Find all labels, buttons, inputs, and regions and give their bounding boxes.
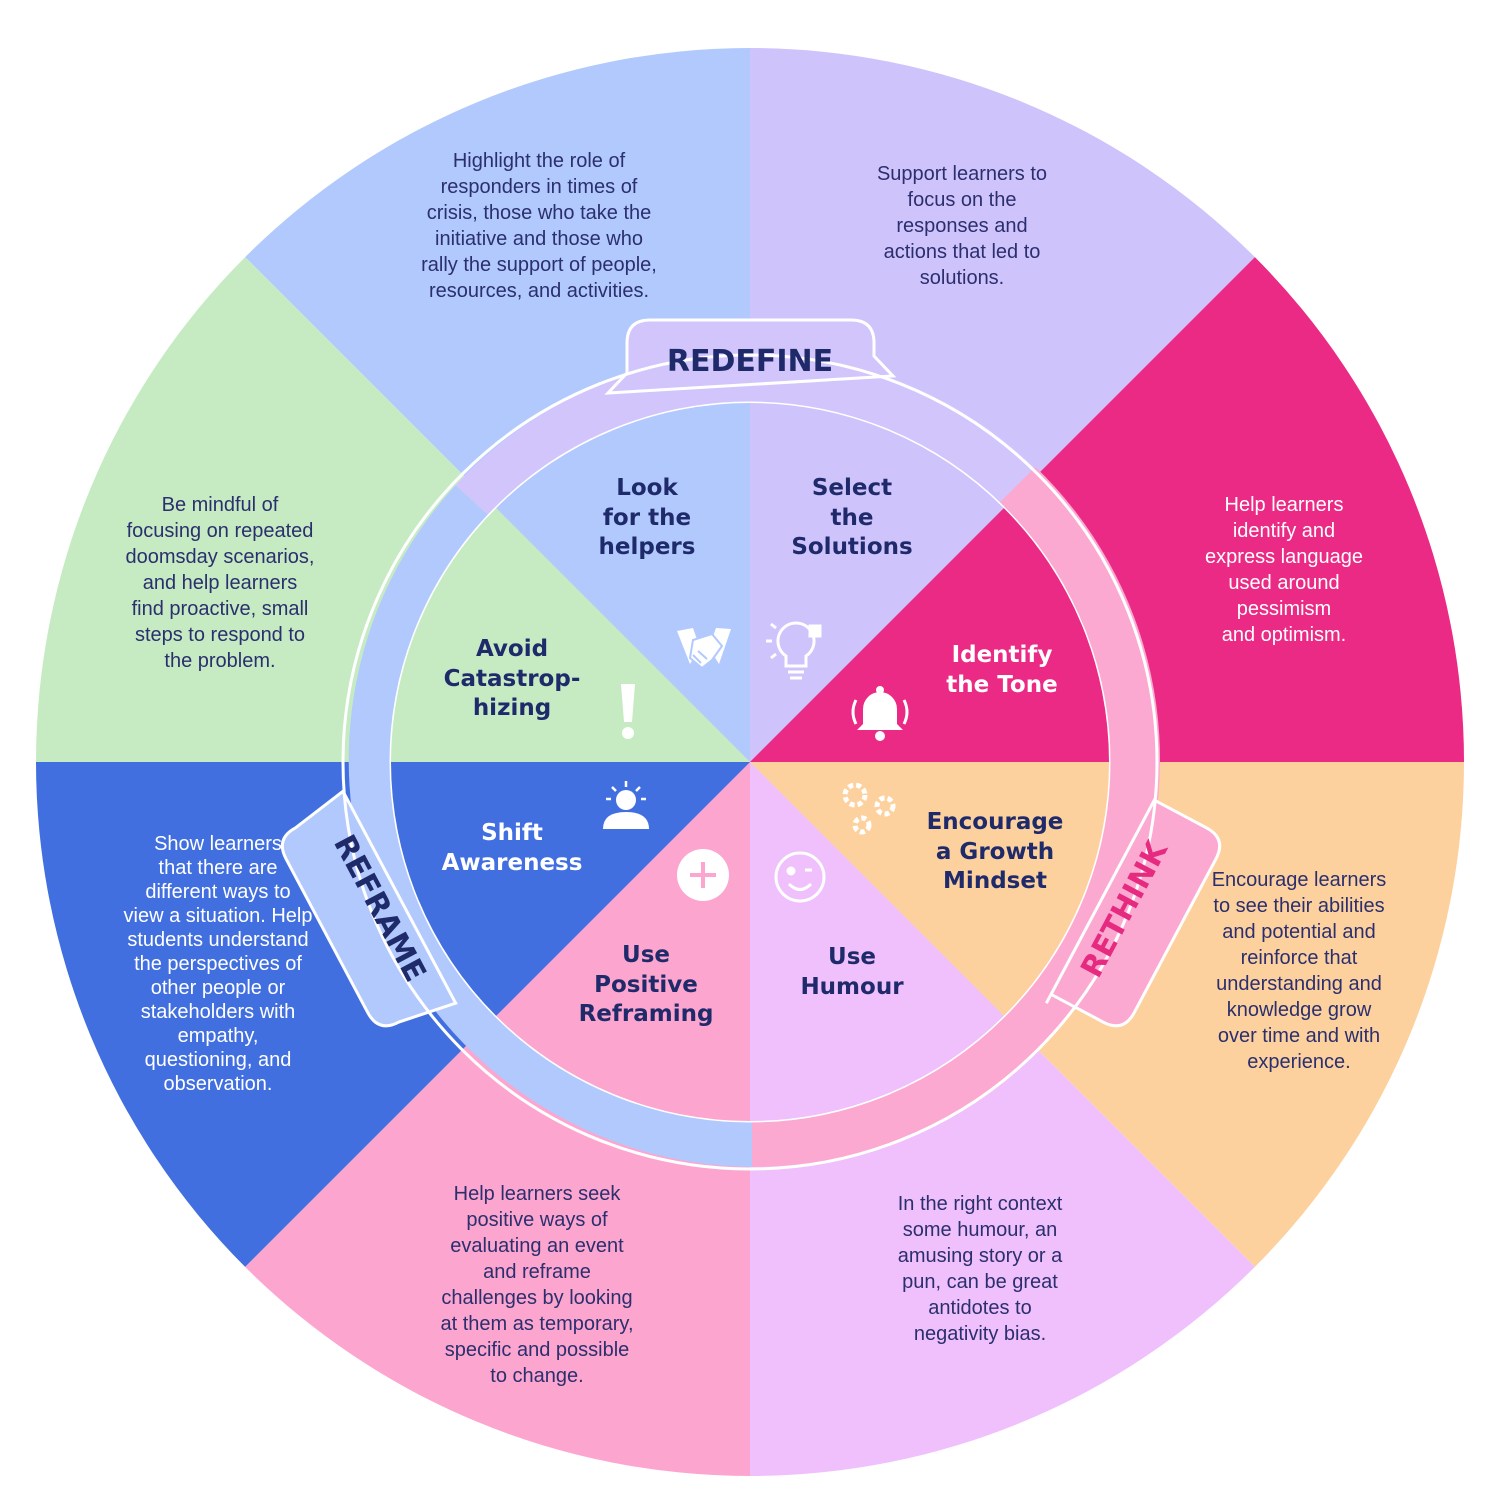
solutions-description: Support learners to focus on the respons… <box>876 163 1048 289</box>
exclamation-icon <box>621 684 635 739</box>
bell-icon <box>851 686 909 741</box>
inner-segment-positive <box>496 762 750 1121</box>
lightbulb-puzzle-icon <box>766 621 822 680</box>
gears-icon <box>842 782 896 835</box>
inner-segment-awareness <box>391 762 750 1016</box>
awareness-title: Shift Awareness <box>441 820 583 876</box>
redefine-label: REDEFINE <box>667 344 833 379</box>
positive-reframing-description: Help learners seek positive ways of eval… <box>440 1183 634 1387</box>
humour-description: In the right context some humour, an amu… <box>897 1193 1063 1345</box>
inner-segment-tone <box>750 508 1109 762</box>
wink-face-icon <box>774 851 826 903</box>
inner-segment-humour <box>750 762 1004 1121</box>
catastrophizing-title: Avoid Catastrop- hizing <box>443 636 581 721</box>
handshake-icon <box>677 628 731 670</box>
plus-circle-icon <box>677 849 729 901</box>
inner-disc <box>391 403 1109 1121</box>
tone-description: Help learners identify and express langu… <box>1205 494 1363 646</box>
rethink-tab <box>1045 798 1222 1028</box>
humour-title: Use Humour <box>800 944 904 1000</box>
catastrophizing-description: Be mindful of focusing on repeated dooms… <box>125 494 315 672</box>
tone-title: Identify the Tone <box>946 642 1058 698</box>
positive-reframing-title: Use Positive Reframing <box>578 942 714 1027</box>
awareness-description: Show learners that there are different w… <box>123 833 313 1095</box>
inner-segment-catastrophizing <box>391 508 750 762</box>
person-bright-icon <box>603 781 649 829</box>
helpers-title: Look for the helpers <box>598 475 696 560</box>
growth-description: Encourage learners to see their abilitie… <box>1211 869 1387 1073</box>
growth-title: Encourage a Growth Mindset <box>926 809 1064 894</box>
inner-segment-growth <box>750 762 1109 1016</box>
inner-segment-solutions <box>750 403 1004 762</box>
solutions-title: Select the Solutions <box>791 475 913 560</box>
category-band-ring <box>280 318 1222 1171</box>
redefine-band <box>455 354 1036 518</box>
inner-segment-helpers <box>496 403 750 762</box>
helpers-description: Highlight the role of responders in time… <box>421 150 657 302</box>
